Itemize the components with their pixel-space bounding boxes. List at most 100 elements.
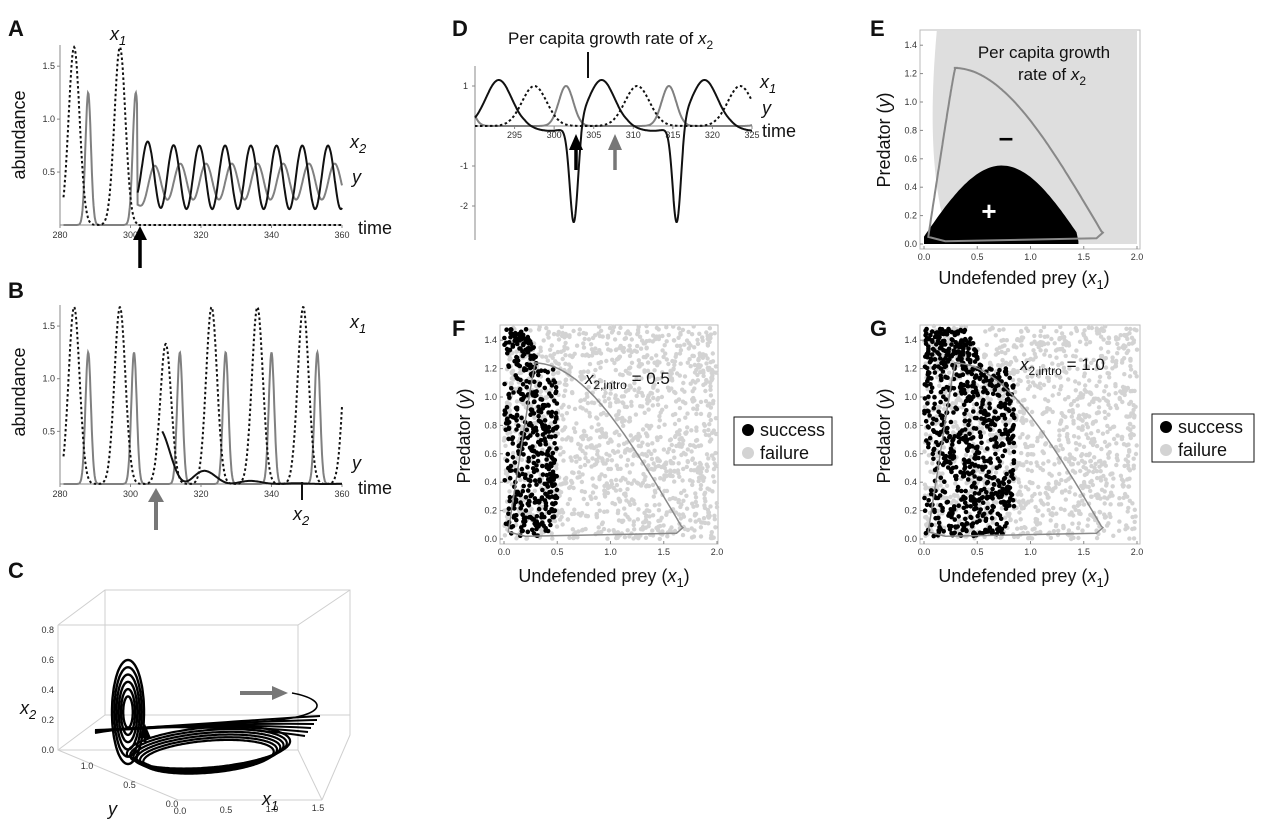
failure-point	[1102, 389, 1107, 394]
failure-point	[1038, 466, 1043, 471]
success-point	[947, 450, 953, 456]
failure-point	[713, 431, 719, 437]
success-point	[963, 398, 969, 404]
success-point	[948, 461, 953, 466]
failure-point	[689, 332, 695, 337]
success-point	[942, 489, 948, 495]
failure-point	[661, 523, 666, 528]
series-label-y-d: y	[760, 98, 772, 118]
failure-point	[657, 414, 662, 419]
failure-point	[696, 357, 701, 363]
failure-point	[1057, 428, 1062, 433]
success-point	[928, 491, 934, 497]
failure-point	[1083, 383, 1088, 388]
failure-point	[1125, 509, 1130, 514]
success-point	[950, 362, 955, 368]
failure-point	[709, 453, 715, 458]
y-tick-label: 0.8	[484, 420, 497, 430]
failure-point	[1091, 469, 1096, 475]
failure-point	[640, 404, 645, 409]
failure-point	[644, 453, 650, 459]
failure-point	[641, 354, 646, 360]
failure-point	[645, 368, 651, 373]
legend-failure-swatch-f	[742, 447, 754, 459]
failure-point	[1086, 517, 1091, 522]
failure-point	[693, 519, 698, 524]
success-point	[944, 348, 950, 354]
failure-point	[630, 462, 635, 467]
failure-point	[1020, 335, 1026, 340]
failure-point	[609, 439, 614, 444]
success-point	[964, 408, 969, 413]
success-point	[966, 394, 972, 399]
failure-point	[711, 474, 716, 479]
failure-point	[1127, 374, 1133, 379]
failure-point	[1087, 402, 1092, 407]
failure-point	[642, 341, 648, 346]
failure-point	[1042, 352, 1047, 357]
intro-arrow-head-a	[133, 226, 147, 240]
failure-point	[540, 354, 545, 359]
failure-point	[1077, 442, 1082, 447]
failure-point	[552, 351, 557, 357]
failure-point	[1036, 508, 1041, 513]
failure-point	[529, 403, 534, 408]
failure-point	[1009, 444, 1014, 450]
success-point	[934, 440, 939, 445]
failure-point	[1050, 409, 1055, 415]
success-point	[971, 409, 976, 414]
failure-point	[672, 421, 678, 427]
failure-point	[693, 438, 699, 443]
success-point	[540, 472, 546, 477]
success-point	[935, 350, 940, 355]
failure-point	[1127, 401, 1132, 407]
failure-point	[1044, 367, 1049, 373]
failure-point	[587, 410, 592, 416]
success-point	[534, 482, 539, 487]
success-point	[984, 490, 989, 495]
failure-point	[934, 414, 939, 419]
success-point	[520, 396, 526, 402]
x-tick-label: 305	[586, 130, 601, 140]
success-point	[536, 413, 541, 419]
failure-point	[606, 396, 611, 401]
success-point	[1007, 428, 1012, 434]
failure-point	[1126, 442, 1131, 447]
y-tick-label: 1.0	[904, 97, 917, 107]
failure-point	[999, 534, 1004, 540]
failure-point	[1069, 401, 1074, 407]
failure-point	[645, 442, 650, 447]
failure-point	[954, 500, 959, 505]
failure-point	[570, 354, 575, 360]
failure-point	[550, 536, 555, 541]
failure-point	[1056, 528, 1061, 533]
success-point	[935, 495, 941, 501]
failure-point	[666, 332, 671, 338]
success-point	[977, 510, 982, 515]
failure-point	[588, 494, 593, 499]
failure-point	[708, 384, 713, 389]
failure-point	[1089, 325, 1095, 331]
failure-point	[676, 326, 682, 331]
success-point	[514, 341, 520, 347]
failure-point	[922, 449, 927, 454]
failure-point	[667, 377, 672, 382]
failure-point	[1062, 507, 1067, 513]
failure-point	[678, 516, 683, 521]
success-point	[553, 410, 559, 416]
failure-point	[1098, 353, 1104, 359]
failure-point	[924, 522, 929, 527]
failure-point	[561, 481, 566, 486]
failure-point	[646, 449, 651, 454]
failure-point	[606, 440, 611, 445]
axis-label-x2-c: x2	[19, 698, 37, 722]
failure-point	[583, 526, 588, 532]
x-tick-label: 315	[665, 130, 680, 140]
success-point	[976, 491, 982, 496]
success-point	[963, 488, 968, 494]
success-point	[549, 409, 555, 415]
failure-point	[648, 390, 653, 396]
failure-point	[1045, 501, 1051, 507]
failure-point	[572, 351, 577, 356]
failure-point	[503, 443, 508, 448]
